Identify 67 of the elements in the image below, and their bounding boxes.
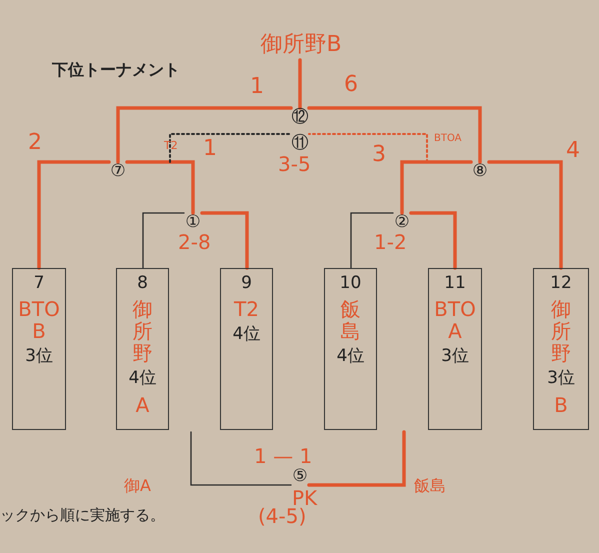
score-label: 3 (372, 144, 386, 166)
bracket-line (298, 58, 302, 110)
bracket-line (37, 160, 111, 270)
score-label: 4 (566, 140, 580, 162)
winner-name: 御所野B (256, 28, 346, 60)
seed-number: 9 (241, 273, 252, 294)
seed-number: 7 (34, 273, 44, 294)
team-name: T2 (234, 298, 259, 320)
rank-label: 4位 (128, 368, 156, 390)
bracket-line (350, 212, 394, 269)
match-number: ① (184, 213, 202, 231)
match-number: ⑫ (291, 108, 309, 126)
score-label: 1 (203, 138, 217, 160)
footnote: ックから順に実施する。 (0, 508, 165, 523)
match-number: ⑤ (291, 467, 309, 485)
seed-number: 11 (444, 273, 466, 294)
dotted-bracket-line (308, 133, 428, 163)
bracket-line (190, 431, 292, 486)
bracket-line (142, 212, 185, 269)
rank-label: 3位 (441, 346, 469, 368)
rank-label: 3位 (547, 368, 575, 390)
bracket-line (307, 430, 406, 487)
team-name: BTO A (433, 298, 477, 342)
rank-label: 4位 (232, 324, 260, 346)
team-box (12, 268, 66, 430)
dotted-bracket-line (169, 133, 292, 163)
team-name: 御所野 (551, 298, 571, 364)
team-name: B (554, 394, 568, 416)
match-number: ② (393, 213, 411, 231)
team-name: 御所野 (132, 298, 152, 364)
seed-number: 8 (137, 273, 148, 294)
score-label: 3-5 (278, 154, 311, 174)
score-label: 1 — 1 (254, 446, 312, 466)
score-label: 1 (250, 76, 264, 98)
bracket-line (200, 211, 249, 270)
bracket-line (125, 160, 195, 215)
title: 下位トーナメント (52, 59, 180, 81)
team-box (324, 268, 377, 430)
bracket-line (116, 106, 293, 164)
score-label: PK (292, 488, 318, 508)
team-name: 飯島 (340, 298, 360, 342)
rank-label: 4位 (336, 346, 364, 368)
handwritten-note: T2 (164, 140, 178, 151)
team-name: A (136, 394, 150, 416)
score-label: 1-2 (374, 232, 407, 252)
score-label: (4-5) (258, 506, 306, 526)
team-box (220, 268, 273, 430)
handwritten-note: 飯島 (414, 478, 446, 494)
score-label: 2 (28, 132, 42, 154)
team-name: BTO B (17, 298, 61, 342)
seed-number: 10 (340, 273, 362, 294)
team-box (116, 268, 169, 430)
match-number: ⑧ (471, 162, 489, 180)
rank-label: 3位 (25, 346, 53, 368)
handwritten-note: BTOA (434, 134, 462, 144)
team-box (428, 268, 482, 430)
match-number: ⑪ (291, 134, 309, 152)
handwritten-note: 御A (124, 478, 151, 494)
match-number: ⑦ (109, 162, 127, 180)
score-label: 6 (344, 74, 358, 96)
bracket-line (409, 211, 457, 270)
bracket-line (487, 160, 563, 270)
score-label: 2-8 (178, 232, 211, 252)
bracket-line (400, 160, 473, 215)
seed-number: 12 (550, 273, 572, 294)
team-box (533, 268, 589, 430)
bracket-line (307, 106, 482, 164)
